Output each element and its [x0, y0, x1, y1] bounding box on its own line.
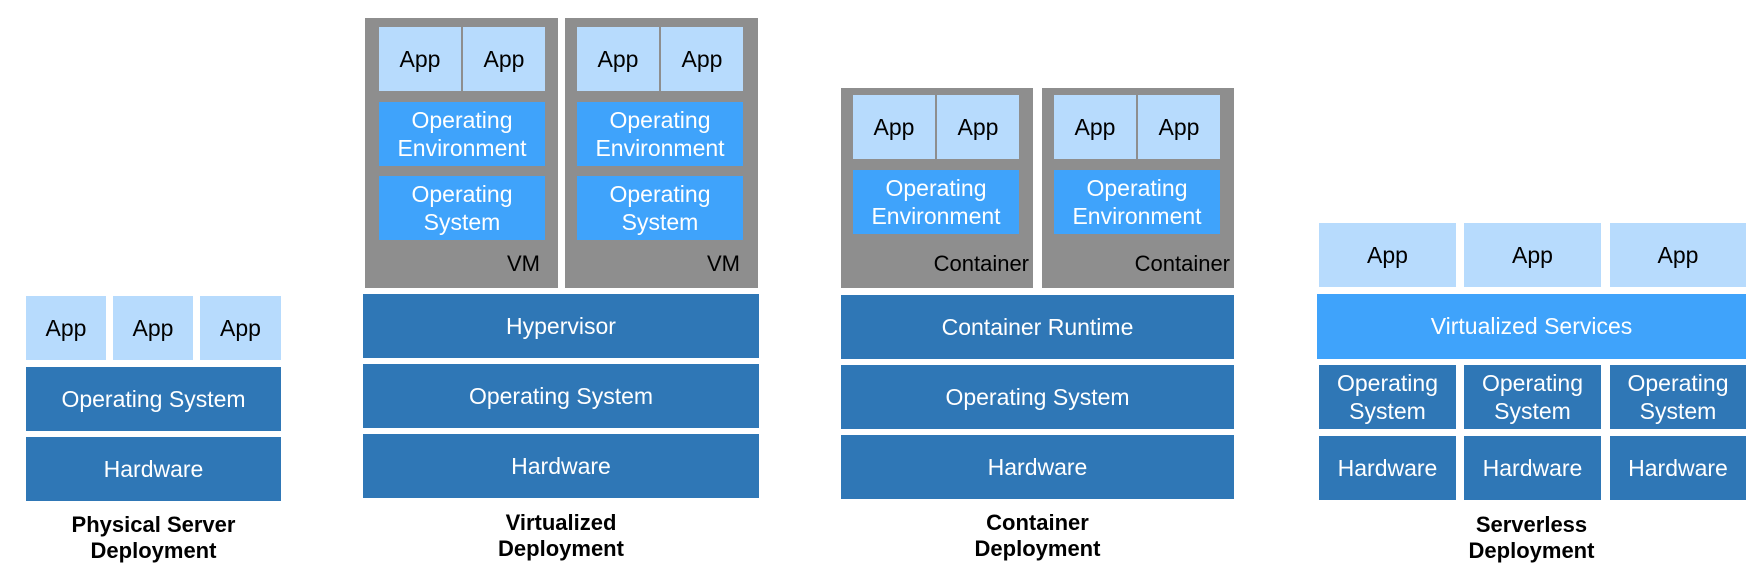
vm1-operating-system: Operating System — [379, 176, 545, 240]
container2-label: Container — [1134, 251, 1230, 276]
vm1-app-2: App — [463, 27, 545, 91]
vm2-label: VM — [707, 251, 740, 276]
virtualized-services-layer: Virtualized Services — [1317, 294, 1746, 359]
virtualized-caption: Virtualized Deployment — [498, 510, 624, 562]
physical-app-2: App — [113, 296, 193, 360]
vm1-operating-environment: Operating Environment — [379, 102, 545, 166]
physical-os-layer: Operating System — [26, 367, 281, 431]
container1-operating-environment: Operating Environment — [853, 170, 1019, 234]
vm1-app-1: App — [379, 27, 461, 91]
container-os-layer: Operating System — [841, 365, 1234, 429]
serverless-os-3: Operating System — [1610, 365, 1746, 429]
serverless-hardware-2: Hardware — [1464, 436, 1601, 500]
container2-app-1: App — [1054, 95, 1136, 159]
virtualized-hardware-layer: Hardware — [363, 434, 759, 498]
vm2-app-2: App — [661, 27, 743, 91]
serverless-hardware-1: Hardware — [1319, 436, 1456, 500]
serverless-app-2: App — [1464, 223, 1601, 287]
serverless-hardware-3: Hardware — [1610, 436, 1746, 500]
vm1-label: VM — [507, 251, 540, 276]
serverless-os-1: Operating System — [1319, 365, 1456, 429]
hypervisor-layer: Hypervisor — [363, 294, 759, 358]
container2-operating-environment: Operating Environment — [1054, 170, 1220, 234]
physical-app-3: App — [200, 296, 281, 360]
container-caption: Container Deployment — [974, 510, 1101, 562]
virtualized-os-layer: Operating System — [363, 364, 759, 428]
vm2-app-1: App — [577, 27, 659, 91]
container-runtime-layer: Container Runtime — [841, 295, 1234, 359]
container1-label: Container — [933, 251, 1029, 276]
container-hardware-layer: Hardware — [841, 435, 1234, 499]
container2-app-2: App — [1138, 95, 1220, 159]
container1-app-2: App — [937, 95, 1019, 159]
vm2-operating-system: Operating System — [577, 176, 743, 240]
serverless-app-3: App — [1610, 223, 1746, 287]
physical-hardware-layer: Hardware — [26, 437, 281, 501]
serverless-app-1: App — [1319, 223, 1456, 287]
container1-app-1: App — [853, 95, 935, 159]
serverless-caption: Serverless Deployment — [1468, 512, 1595, 564]
serverless-os-2: Operating System — [1464, 365, 1601, 429]
physical-caption: Physical Server Deployment — [71, 512, 236, 564]
vm2-operating-environment: Operating Environment — [577, 102, 743, 166]
physical-app-1: App — [26, 296, 106, 360]
